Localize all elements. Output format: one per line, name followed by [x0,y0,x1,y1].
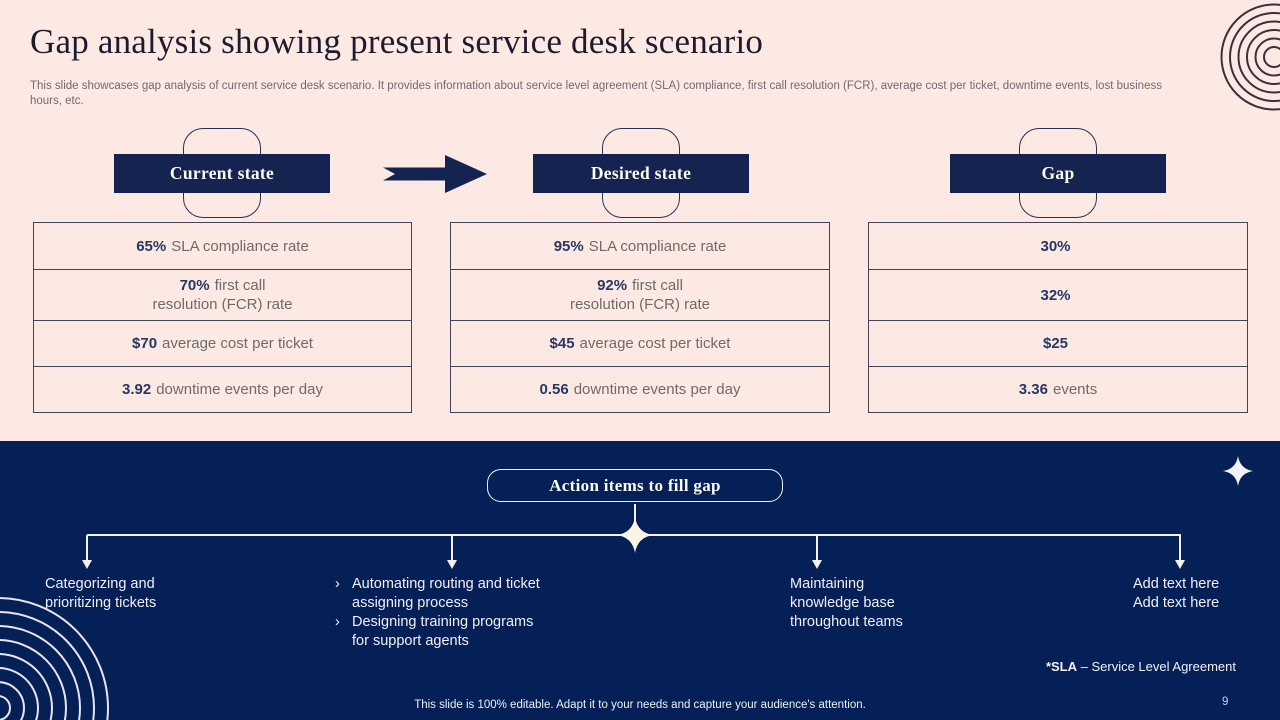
metric-value: 92% [597,277,628,294]
concentric-circles-bottom-left-decoration [0,597,109,720]
metric-value: $70 [132,335,158,352]
sparkle-icon [617,517,653,553]
table-row: $25 [869,320,1247,366]
metric-label: SLA compliance rate [588,237,727,255]
bullet-chevron-icon: › [335,576,340,592]
header-gap: Gap [950,154,1166,193]
page-number: 9 [1222,696,1229,708]
metric-label: average cost per ticket [579,335,731,352]
flow-arrow-icon [383,155,487,193]
down-arrow-icon [81,560,92,569]
header-current-state: Current state [114,154,330,193]
action-section-background [0,441,1280,720]
list-item: › Automating routing and ticket assignin… [335,575,540,613]
header-desired-state: Desired state [533,154,749,193]
table-row: 65%SLA compliance rate [34,223,411,269]
metric-value: 70% [179,277,210,294]
metric-value: 3.36 [1018,381,1048,398]
down-arrow-icon [446,560,457,569]
bullet-text: Designing training programs for support … [352,614,534,649]
current-state-table: 65%SLA compliance rate 70%first call res… [33,222,412,413]
metric-label: first call resolution (FCR) rate [152,277,293,313]
desired-state-table: 95%SLA compliance rate 92%first call res… [450,222,830,413]
connector-drop-line [1179,535,1181,561]
footnote-abbreviation: *SLA [1045,659,1078,674]
down-arrow-icon [811,560,822,569]
metric-value: $45 [549,335,575,352]
metric-value: 30% [1040,237,1071,255]
action-item-placeholder: Add text here Add text here [1133,576,1220,611]
metric-label: first call resolution (FCR) rate [569,277,711,313]
gap-table: 30% 32% $25 3.36 events [868,222,1248,413]
table-row: 3.36 events [869,366,1247,412]
metric-label: average cost per ticket [162,335,313,352]
table-row: 30% [869,223,1247,269]
metric-value: 0.56 [539,381,569,398]
action-item-knowledge-base: Maintaining knowledge base throughout te… [790,576,903,630]
table-row: 92%first call resolution (FCR) rate [451,269,829,320]
action-items-title-box: Action items to fill gap [487,469,783,502]
sla-footnote: *SLA – Service Level Agreement [1046,659,1236,674]
table-row: 70%first call resolution (FCR) rate [34,269,411,320]
table-row: 95%SLA compliance rate [451,223,829,269]
bullet-chevron-icon: › [335,614,340,630]
metric-label: downtime events per day [156,381,323,398]
bullet-text: Automating routing and ticket assigning … [352,576,540,611]
footnote-definition: – Service Level Agreement [1077,659,1236,674]
sparkle-icon [1223,456,1253,486]
page-title: Gap analysis showing present service des… [30,22,764,61]
metric-value: 95% [553,237,584,255]
connector-drop-line [451,535,453,561]
list-item: › Designing training programs for suppor… [335,613,540,651]
metric-value: 32% [1040,286,1071,304]
metric-value: 65% [136,237,167,255]
metric-value: $25 [1042,335,1069,352]
metric-value: 3.92 [122,381,152,398]
action-item-categorizing: Categorizing and prioritizing tickets [45,576,157,611]
metric-label: downtime events per day [573,381,741,398]
concentric-circles-top-right-decoration [1220,3,1280,111]
table-row: 32% [869,269,1247,320]
connector-drop-line [86,535,88,561]
down-arrow-icon [1174,560,1185,569]
action-item-bullet-list: › Automating routing and ticket assignin… [335,575,540,651]
slide-subtitle: This slide showcases gap analysis of cur… [30,80,1162,107]
connector-drop-line [816,535,818,561]
metric-label: events [1053,381,1098,398]
metric-label: SLA compliance rate [171,237,309,255]
editable-note: This slide is 100% editable. Adapt it to… [414,699,866,711]
